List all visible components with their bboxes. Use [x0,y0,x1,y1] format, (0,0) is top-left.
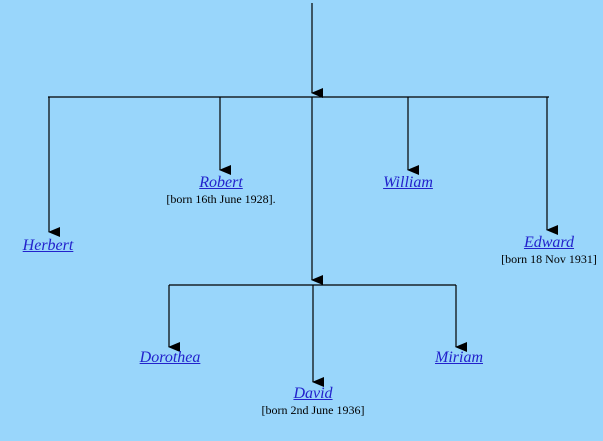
person-herbert: Herbert [23,237,74,255]
person-william: William [383,174,433,192]
person-note-robert: [born 16th June 1928]. [166,192,276,206]
person-edward: Edward [born 18 Nov 1931] [501,234,597,266]
person-link-david[interactable]: David [293,385,333,402]
person-link-dorothea[interactable]: Dorothea [139,349,201,366]
person-link-robert[interactable]: Robert [199,174,243,191]
person-robert: Robert [born 16th June 1928]. [166,174,275,206]
person-link-miriam[interactable]: Miriam [435,349,483,366]
person-link-herbert[interactable]: Herbert [22,237,74,254]
person-link-william[interactable]: William [383,174,433,191]
person-note-edward: [born 18 Nov 1931] [501,252,597,266]
person-david: David [born 2nd June 1936] [262,385,365,417]
person-note-david: [born 2nd June 1936] [261,403,365,417]
person-dorothea: Dorothea [140,349,201,367]
person-miriam: Miriam [435,349,483,367]
person-link-edward[interactable]: Edward [523,234,575,251]
